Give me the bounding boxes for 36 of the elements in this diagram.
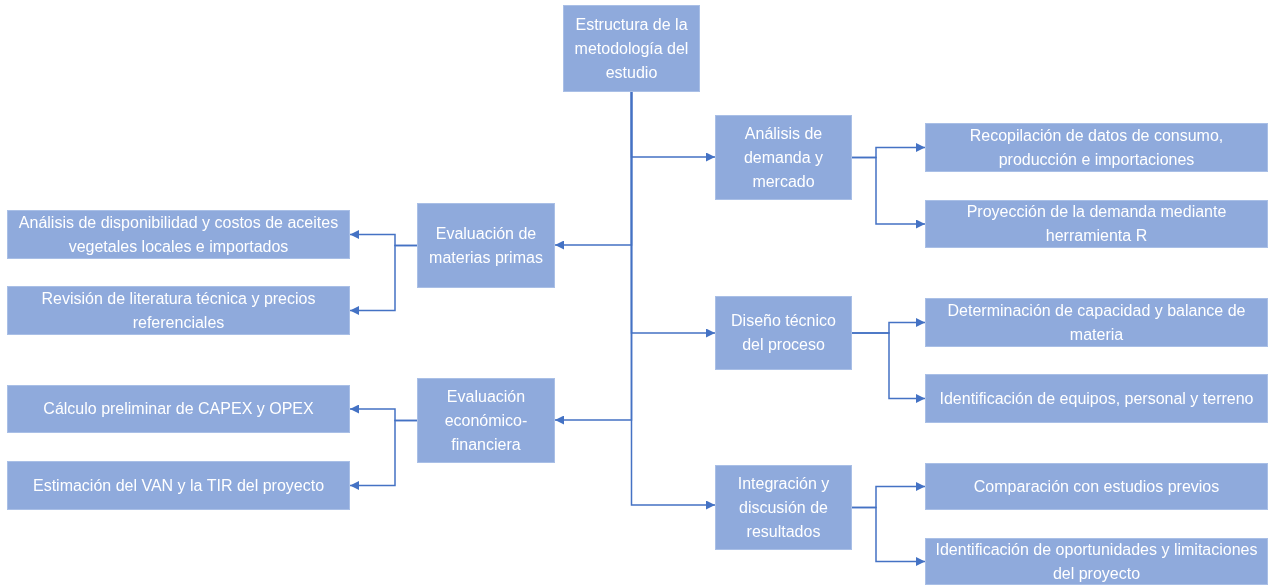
connector-arrow xyxy=(851,506,926,566)
box-text: Análisis de demanda y mercado xyxy=(742,123,825,192)
box-text: Proyección de la demanda mediante herramienta R xyxy=(965,202,1228,246)
box-text: Identificación de equipos, personal y terreno xyxy=(939,388,1254,409)
process-box xyxy=(563,5,700,92)
box-text: Identificación de oportunidades y limitaciones del proyecto xyxy=(934,539,1259,584)
process-box xyxy=(417,203,555,288)
process-box xyxy=(7,385,350,433)
process-box xyxy=(7,286,350,335)
box-text: Revisión de literatura técnica y precios referenciales xyxy=(40,288,317,333)
box-text: Estimación del VAN y la TIR del proyecto xyxy=(32,475,325,496)
process-box xyxy=(715,465,852,550)
process-box xyxy=(7,461,350,510)
process-box xyxy=(925,200,1268,248)
connector-arrow xyxy=(630,91,716,510)
box-text: Comparación con estudios previos xyxy=(973,476,1220,497)
box-text: Diseño técnico del proceso xyxy=(730,311,837,355)
process-box xyxy=(925,463,1268,510)
connector-arrow xyxy=(851,156,926,229)
process-box xyxy=(715,115,852,200)
process-box xyxy=(925,374,1268,423)
box-text: Determinación de capacidad y balance de materia xyxy=(946,300,1247,345)
box-text: Integración y discusión de resultados xyxy=(736,473,831,542)
process-box xyxy=(925,298,1268,347)
process-box xyxy=(925,123,1268,172)
process-box xyxy=(715,296,852,370)
box-text: Recopilación de datos de consumo, producción e importaciones xyxy=(968,125,1225,170)
box-text: Análisis de disponibilidad y costos de aceites vegetales locales e importados xyxy=(17,212,340,257)
box-text: Estructura de la metodología del estudio xyxy=(573,14,690,83)
box-text: Evaluación de materias primas xyxy=(428,223,544,268)
process-box xyxy=(417,378,555,463)
box-text: Evaluación económico-financiera xyxy=(443,386,529,455)
connector-arrow xyxy=(349,419,418,490)
connector-arrow xyxy=(851,332,926,403)
connector-arrow xyxy=(349,244,418,315)
box-text: Cálculo preliminar de CAPEX y OPEX xyxy=(43,399,314,419)
